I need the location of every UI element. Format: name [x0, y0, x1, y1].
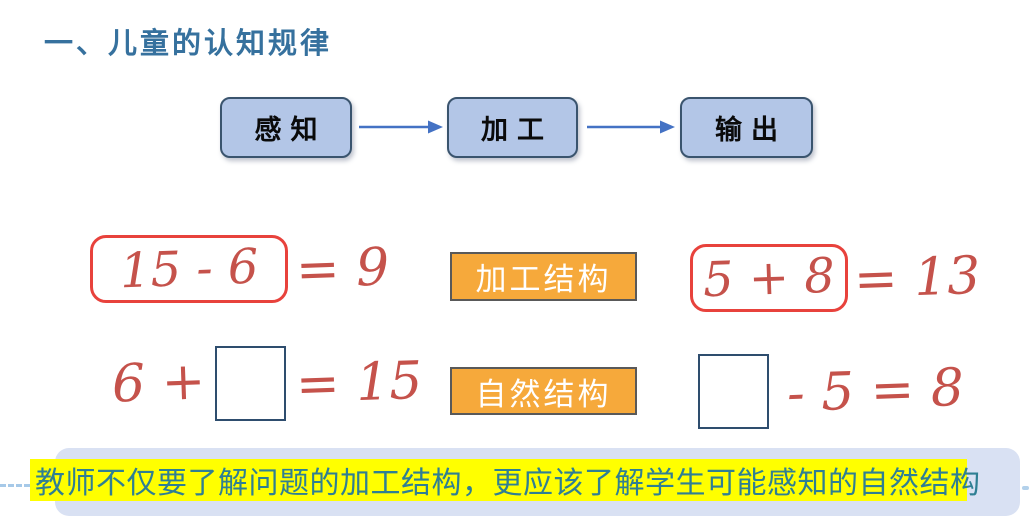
flow-box-process-label: 加工 — [481, 115, 553, 145]
equation-natural-right: - 5 = 8 — [698, 352, 965, 430]
equation-boxed-part: 15 - 6 — [118, 238, 260, 300]
flow-box-process: 加工 — [447, 97, 578, 158]
flow-box-perceive: 感知 — [220, 97, 352, 158]
flow-box-perceive-label: 感知 — [254, 115, 327, 145]
equation-result: - 5 = 8 — [786, 357, 965, 425]
note-highlight: 教师不仅要了解问题的加工结构，更应该了解学生可能感知的自然结构 — [30, 459, 980, 501]
slide-title: 一、儿童的认知规律 — [44, 28, 333, 60]
equation-natural-left: 6 + = 15 — [110, 344, 424, 422]
dashed-connector-left — [0, 484, 30, 487]
label-processing-structure-text: 加工结构 — [475, 262, 612, 297]
note-text: 教师不仅要了解问题的加工结构，更应该了解学生可能感知的自然结构 — [35, 467, 981, 500]
flow-arrow-right-icon — [587, 120, 675, 134]
flow-box-output-label: 输出 — [715, 115, 787, 145]
dashed-connector-right — [1022, 486, 1029, 490]
equation-processing-right: 5 + 8 = 13 — [690, 241, 982, 315]
equation-result: = 13 — [852, 245, 982, 311]
red-frame: 15 - 6 — [90, 235, 288, 303]
label-natural-structure-text: 自然结构 — [475, 376, 612, 412]
flow-box-output: 输出 — [680, 97, 813, 158]
equation-result: = 15 — [295, 350, 424, 416]
red-frame: 5 + 8 — [690, 244, 848, 312]
equation-result: = 9 — [294, 237, 391, 301]
label-processing-structure: 加工结构 — [450, 252, 637, 301]
equation-boxed-part: 5 + 8 — [702, 247, 836, 309]
label-natural-structure: 自然结构 — [450, 367, 637, 415]
equation-lead-part: 6 + — [110, 351, 207, 415]
answer-box — [215, 345, 287, 421]
flow-arrow-right-icon — [359, 120, 443, 134]
equation-processing-left: 15 - 6 = 9 — [90, 232, 391, 306]
answer-box — [698, 353, 769, 429]
